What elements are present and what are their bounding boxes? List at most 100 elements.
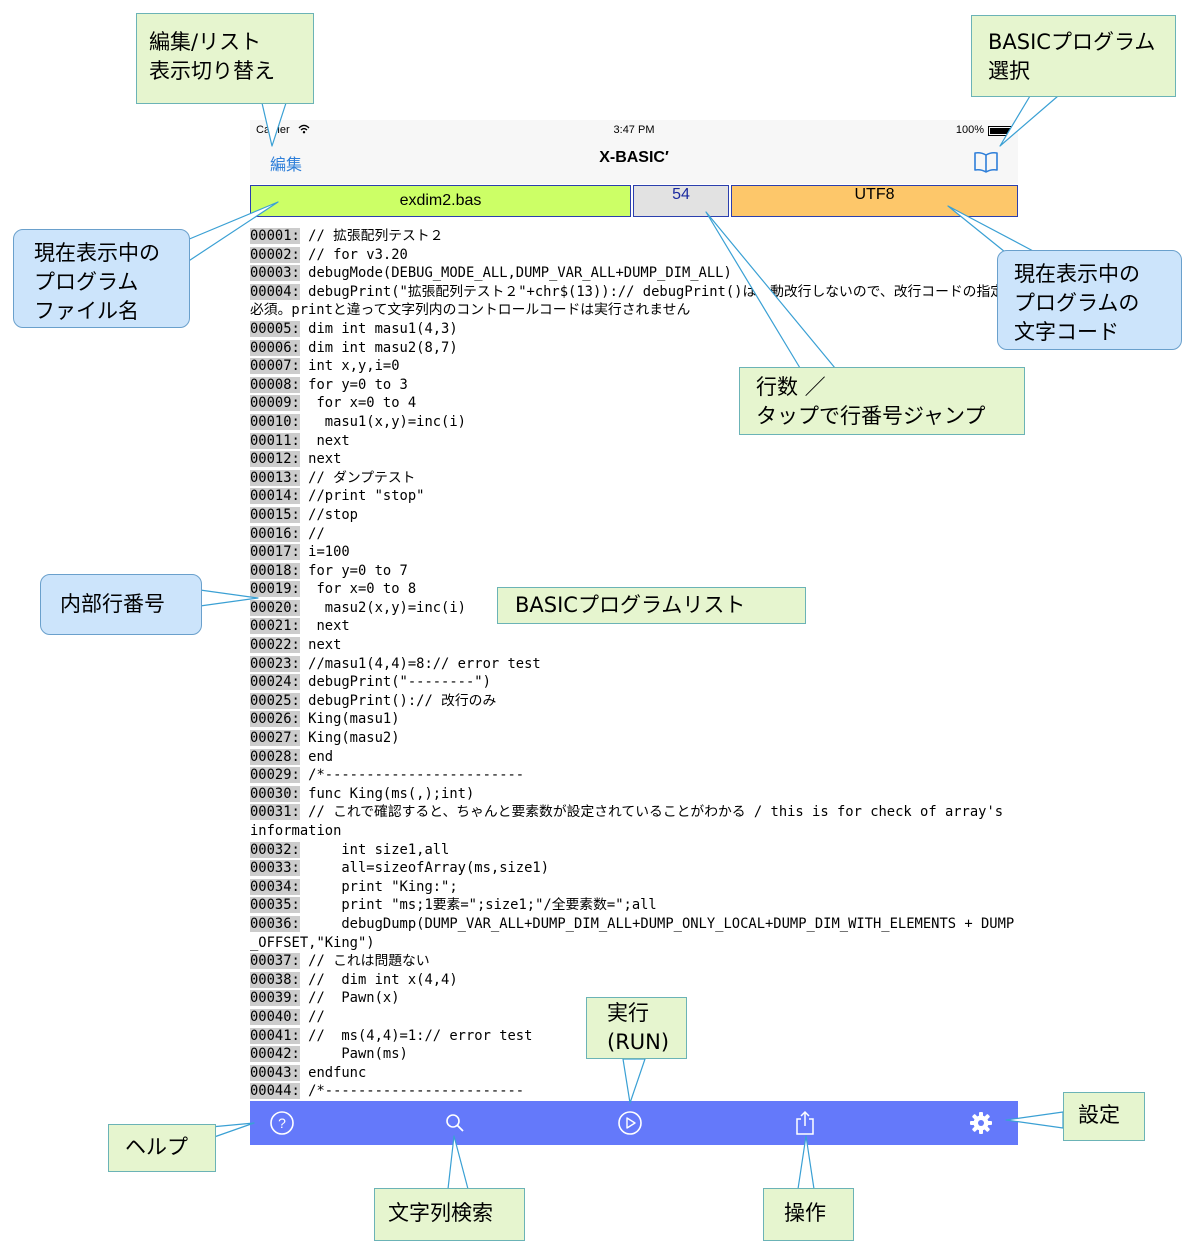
code-text: // 拡張配列テスト２ (299, 228, 444, 244)
code-line[interactable]: 00008: for y=0 to 3 (250, 376, 1018, 395)
code-text: King(masu1) (299, 711, 400, 728)
code-line[interactable]: 00028: end (250, 748, 1018, 767)
code-text: int x,y,i=0 (299, 358, 400, 375)
code-line[interactable]: 00044: /*------------------------ (250, 1082, 1018, 1101)
code-line[interactable]: 00040: // (250, 1008, 1018, 1027)
code-line[interactable]: 00017: i=100 (250, 543, 1018, 562)
code-line[interactable]: 00010: masu1(x,y)=inc(i) (250, 413, 1018, 432)
callout-run: 実行 (RUN) (586, 997, 687, 1059)
code-text: endfunc (299, 1064, 367, 1081)
line-number: 00019: (250, 581, 300, 598)
code-text: masu1(x,y)=inc(i) (299, 413, 466, 430)
navigation-bar: 編集 X-BASIC′ (250, 140, 1018, 184)
line-count-button[interactable]: 54 (633, 185, 729, 217)
code-text: debugDump(DUMP_VAR_ALL+DUMP_DIM_ALL+DUMP… (250, 915, 1015, 951)
code-line[interactable]: 00021: next (250, 617, 1018, 636)
code-line[interactable]: 00037: // これは問題ない (250, 952, 1018, 971)
code-line[interactable]: 00023: //masu1(4,4)=8:// error test (250, 655, 1018, 674)
code-line[interactable]: 00022: next (250, 636, 1018, 655)
line-number: 00026: (250, 711, 300, 728)
callout-line-count: 行数 ／ タップで行番号ジャンプ (739, 367, 1025, 435)
code-line[interactable]: 00041: // ms(4,4)=1:// error test (250, 1027, 1018, 1046)
code-line[interactable]: 00034: print "King:"; (250, 878, 1018, 897)
callout-search: 文字列検索 (374, 1188, 525, 1241)
code-line[interactable]: 00033: all=sizeofArray(ms,size1) (250, 859, 1018, 878)
code-text: // これで確認すると、ちゃんと要素数が設定されていることがわかる / this… (250, 804, 1012, 839)
share-icon[interactable] (792, 1110, 818, 1136)
code-line[interactable]: 00030: func King(ms(,);int) (250, 785, 1018, 804)
code-text: func King(ms(,);int) (299, 785, 475, 802)
line-number: 00020: (250, 599, 300, 616)
settings-icon[interactable] (968, 1110, 994, 1136)
code-line[interactable]: 00031: // これで確認すると、ちゃんと要素数が設定されていることがわかる… (250, 803, 1018, 840)
info-bar: exdim2.bas 54 UTF8 (250, 185, 1018, 218)
line-number: 00016: (250, 525, 300, 542)
code-line[interactable]: 00006: dim int masu2(8,7) (250, 339, 1018, 358)
line-number: 00041: (250, 1027, 300, 1044)
line-number: 00035: (250, 897, 300, 914)
code-text: for x=0 to 8 (299, 581, 417, 598)
code-line[interactable]: 00016: // (250, 525, 1018, 544)
callout-edit-toggle: 編集/リスト 表示切り替え (136, 13, 314, 104)
line-number: 00039: (250, 990, 300, 1007)
code-line[interactable]: 00003: debugMode(DEBUG_MODE_ALL,DUMP_VAR… (250, 264, 1018, 283)
line-number: 00002: (250, 246, 300, 263)
callout-program-select: BASICプログラム 選択 (971, 15, 1176, 97)
code-line[interactable]: 00042: Pawn(ms) (250, 1045, 1018, 1064)
code-text: print "ms;1要素=";size1;"/全要素数=";all (299, 897, 657, 914)
code-text: for y=0 to 7 (299, 562, 408, 579)
run-icon[interactable] (617, 1110, 643, 1136)
code-line[interactable]: 00009: for x=0 to 4 (250, 394, 1018, 413)
svg-text:?: ? (278, 1115, 286, 1131)
code-text: debugMode(DEBUG_MODE_ALL,DUMP_VAR_ALL+DU… (299, 265, 732, 282)
code-line[interactable]: 00014: //print "stop" (250, 487, 1018, 506)
callout-file-name: 現在表示中の プログラム ファイル名 (13, 229, 190, 328)
line-number: 00029: (250, 767, 300, 784)
code-line[interactable]: 00029: /*------------------------ (250, 766, 1018, 785)
code-line[interactable]: 00043: endfunc (250, 1064, 1018, 1083)
code-line[interactable]: 00026: King(masu1) (250, 710, 1018, 729)
code-line[interactable]: 00039: // Pawn(x) (250, 989, 1018, 1008)
code-line[interactable]: 00012: next (250, 450, 1018, 469)
code-text: debugPrint():// 改行のみ (299, 692, 497, 709)
code-line[interactable]: 00004: debugPrint("拡張配列テスト２"+chr$(13)):/… (250, 283, 1018, 320)
callout-help: ヘルプ (108, 1124, 216, 1172)
code-line[interactable]: 00019: for x=0 to 8 (250, 580, 1018, 599)
code-line[interactable]: 00011: next (250, 432, 1018, 451)
program-select-book-icon[interactable] (972, 148, 1000, 176)
callout-share: 操作 (763, 1188, 854, 1241)
code-line[interactable]: 00020: masu2(x,y)=inc(i) (250, 599, 1018, 618)
line-number: 00043: (250, 1064, 300, 1081)
code-line[interactable]: 00032: int size1,all (250, 841, 1018, 860)
line-number: 00032: (250, 841, 300, 858)
code-line[interactable]: 00005: dim int masu1(4,3) (250, 320, 1018, 339)
line-number: 00040: (250, 1008, 300, 1025)
code-line[interactable]: 00025: debugPrint():// 改行のみ (250, 692, 1018, 711)
code-text: /*------------------------ (299, 767, 525, 784)
line-number: 00018: (250, 562, 300, 579)
code-text: // ms(4,4)=1:// error test (299, 1027, 533, 1044)
code-line[interactable]: 00002: // for v3.20 (250, 246, 1018, 265)
edit-button[interactable]: 編集 (270, 157, 303, 174)
code-line[interactable]: 00024: debugPrint("--------") (250, 673, 1018, 692)
code-line[interactable]: 00027: King(masu2) (250, 729, 1018, 748)
code-line[interactable]: 00018: for y=0 to 7 (250, 562, 1018, 581)
code-line[interactable]: 00013: // ダンプテスト (250, 469, 1018, 488)
code-line[interactable]: 00038: // dim int x(4,4) (250, 971, 1018, 990)
code-line[interactable]: 00015: //stop (250, 506, 1018, 525)
battery-icon (988, 126, 1014, 136)
help-icon[interactable]: ? (269, 1110, 295, 1136)
code-line[interactable]: 00035: print "ms;1要素=";size1;"/全要素数=";al… (250, 896, 1018, 915)
line-number: 00004: (250, 283, 300, 300)
code-line[interactable]: 00007: int x,y,i=0 (250, 357, 1018, 376)
code-text: next (299, 432, 350, 449)
search-icon[interactable] (442, 1110, 468, 1136)
code-line[interactable]: 00036: debugDump(DUMP_VAR_ALL+DUMP_DIM_A… (250, 915, 1018, 952)
line-number: 00038: (250, 971, 300, 988)
code-text: dim int masu1(4,3) (299, 320, 458, 337)
bottom-toolbar: ? (250, 1101, 1018, 1145)
code-line[interactable]: 00001: // 拡張配列テスト２ (250, 227, 1018, 246)
code-text: //print "stop" (299, 488, 425, 505)
code-text: masu2(x,y)=inc(i) (299, 599, 466, 616)
